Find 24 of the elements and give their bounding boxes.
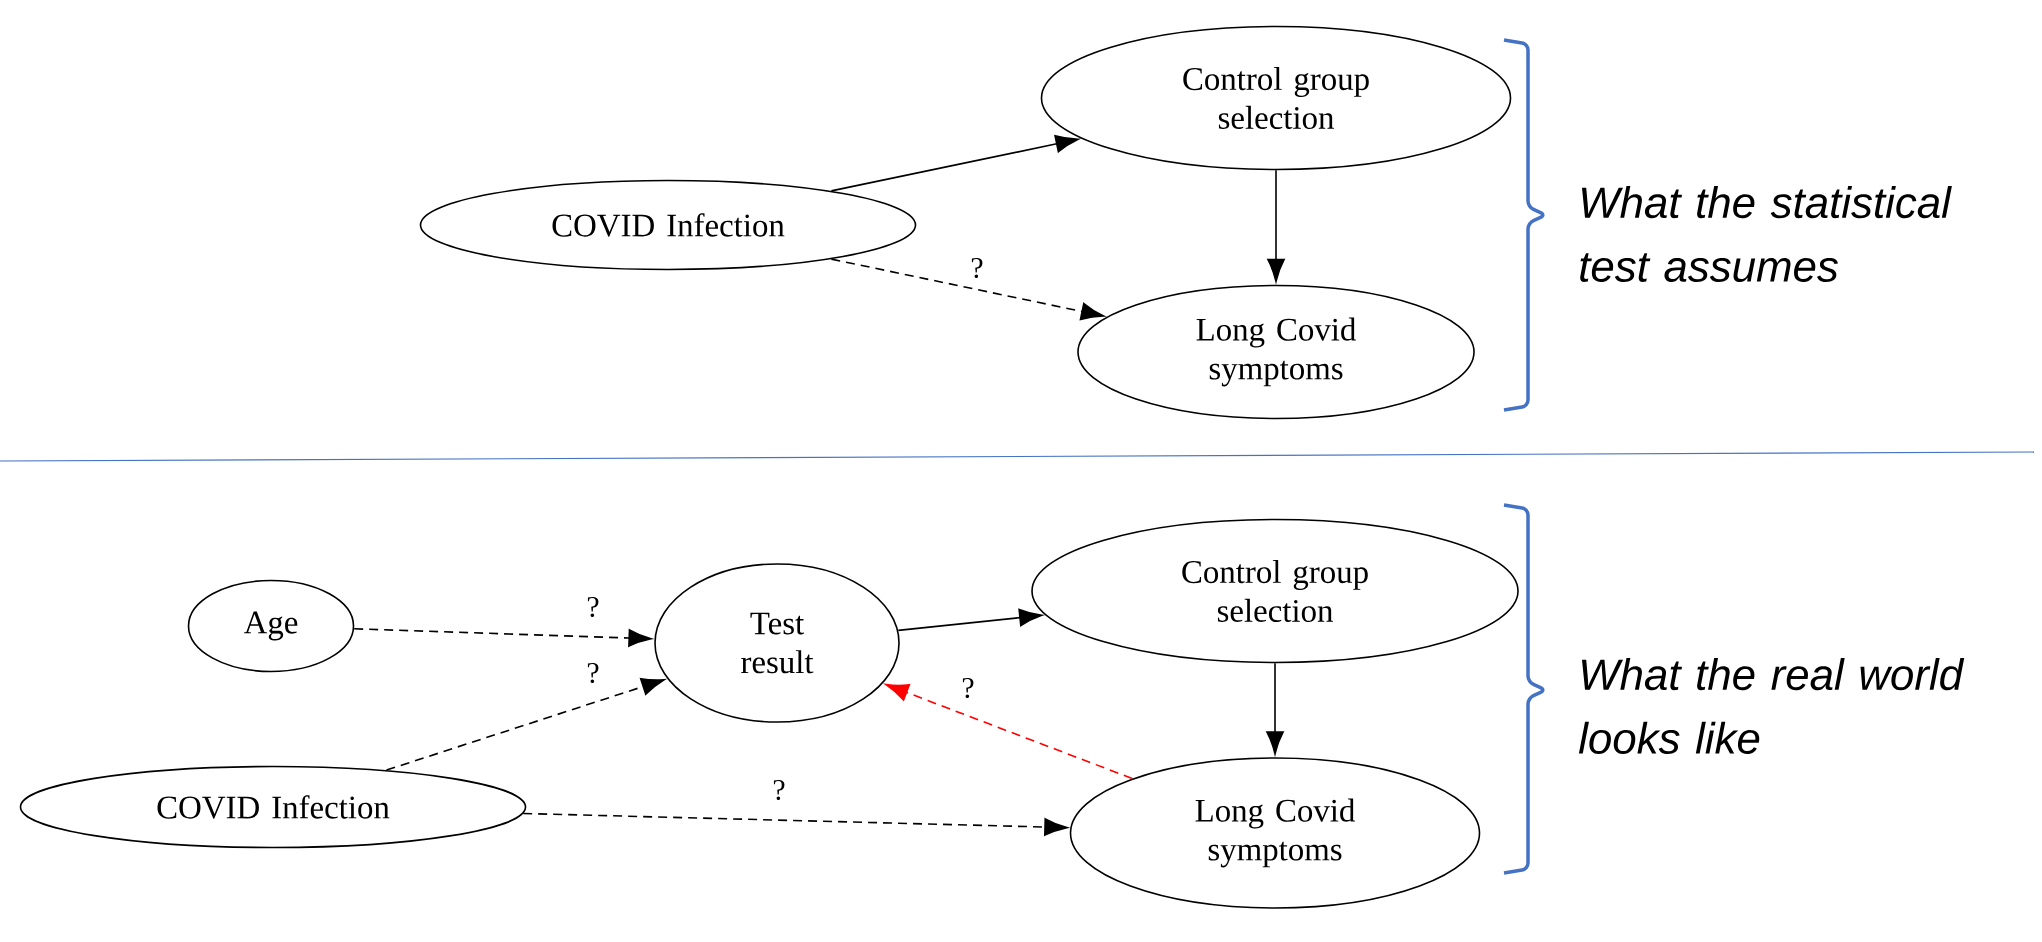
- arrow: [897, 608, 1043, 632]
- edge-label: ?: [773, 779, 785, 801]
- edge-label: ?: [587, 596, 599, 618]
- edge-label: ?: [971, 257, 983, 279]
- edge-label: ?: [962, 677, 974, 699]
- annotation-text: What the statistical test assumes: [1580, 186, 1952, 282]
- annotation-text: What the real world looks like: [1578, 658, 1965, 754]
- ellipse-node: Control group selection: [1040, 25, 1512, 171]
- ellipse-node: Test result: [654, 563, 900, 723]
- arrow: [830, 135, 1079, 192]
- arrow: [885, 683, 1134, 780]
- arrow: [385, 678, 665, 771]
- edge-label: ?: [587, 662, 599, 684]
- ellipse-node: COVID Infection: [419, 179, 917, 271]
- arrow: [830, 258, 1105, 321]
- ellipse-node: COVID Infection: [19, 765, 527, 849]
- ellipse-node: Long Covid symptoms: [1077, 284, 1475, 420]
- arrow: [353, 628, 652, 647]
- ellipse-node: Long Covid symptoms: [1069, 757, 1481, 909]
- ellipse-node: Control group selection: [1031, 518, 1519, 664]
- arrow: [1266, 662, 1284, 755]
- arrow: [522, 812, 1068, 836]
- arrow: [1267, 169, 1285, 283]
- ellipse-node: Age: [187, 579, 355, 673]
